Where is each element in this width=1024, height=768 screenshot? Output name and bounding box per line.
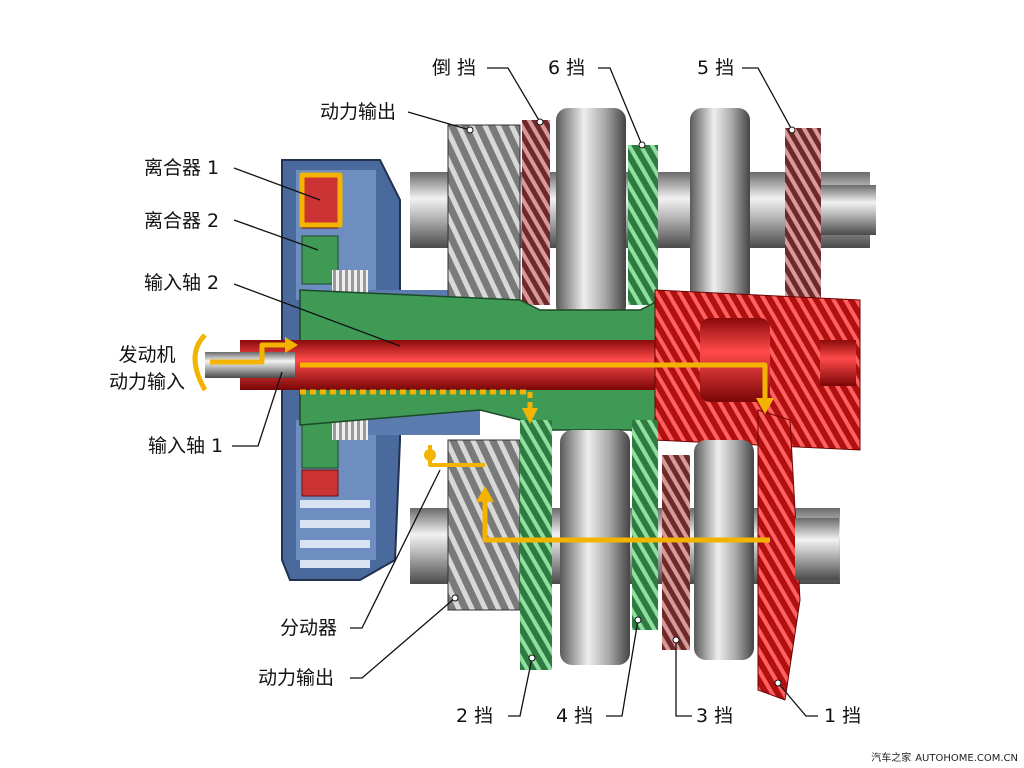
label-first-gear: 1 挡 <box>824 705 862 727</box>
label-second-gear: 2 挡 <box>456 705 494 727</box>
label-engine-input-line2: 动力输入 <box>108 371 185 393</box>
power-flow-arrows <box>192 172 770 543</box>
lower-shaft-end <box>795 518 839 580</box>
reverse-gear <box>522 120 550 305</box>
label-reverse-gear: 倒 挡 <box>432 57 477 79</box>
second-gear <box>520 420 552 670</box>
label-clutch-1: 离合器 1 <box>144 157 220 179</box>
fifth-gear <box>785 128 821 298</box>
synchronizer-lower-1 <box>560 430 630 665</box>
engine-input-stub <box>205 352 295 378</box>
synchronizer-upper-1 <box>556 108 626 318</box>
label-input-shaft-1: 输入轴 1 <box>148 435 224 457</box>
label-sixth-gear: 6 挡 <box>548 57 586 79</box>
label-power-output-top: 动力输出 <box>320 101 397 123</box>
synchronizer-lower-2 <box>694 440 754 660</box>
label-power-output-bottom: 动力输出 <box>258 667 335 689</box>
label-clutch-2: 离合器 2 <box>144 210 220 232</box>
leader-dots <box>451 118 796 687</box>
first-gear <box>757 409 801 701</box>
output-gear-top <box>447 124 521 306</box>
watermark-site: AUTOHOME.COM.CN <box>915 753 1018 764</box>
leader-lines <box>232 67 818 717</box>
sixth-gear <box>628 145 658 305</box>
label-fourth-gear: 4 挡 <box>556 705 594 727</box>
label-input-shaft-2: 输入轴 2 <box>144 272 220 294</box>
arrow-heads <box>285 337 774 502</box>
third-gear <box>662 455 690 650</box>
label-transfer-case: 分动器 <box>280 617 338 639</box>
label-fifth-gear: 5 挡 <box>697 57 735 79</box>
synchronizer-upper-2 <box>690 108 750 308</box>
watermark-brand: 汽车之家 <box>871 753 912 764</box>
label-engine-input-line1: 发动机 <box>118 344 176 366</box>
label-third-gear: 3 挡 <box>696 705 734 727</box>
fourth-gear <box>632 420 658 630</box>
